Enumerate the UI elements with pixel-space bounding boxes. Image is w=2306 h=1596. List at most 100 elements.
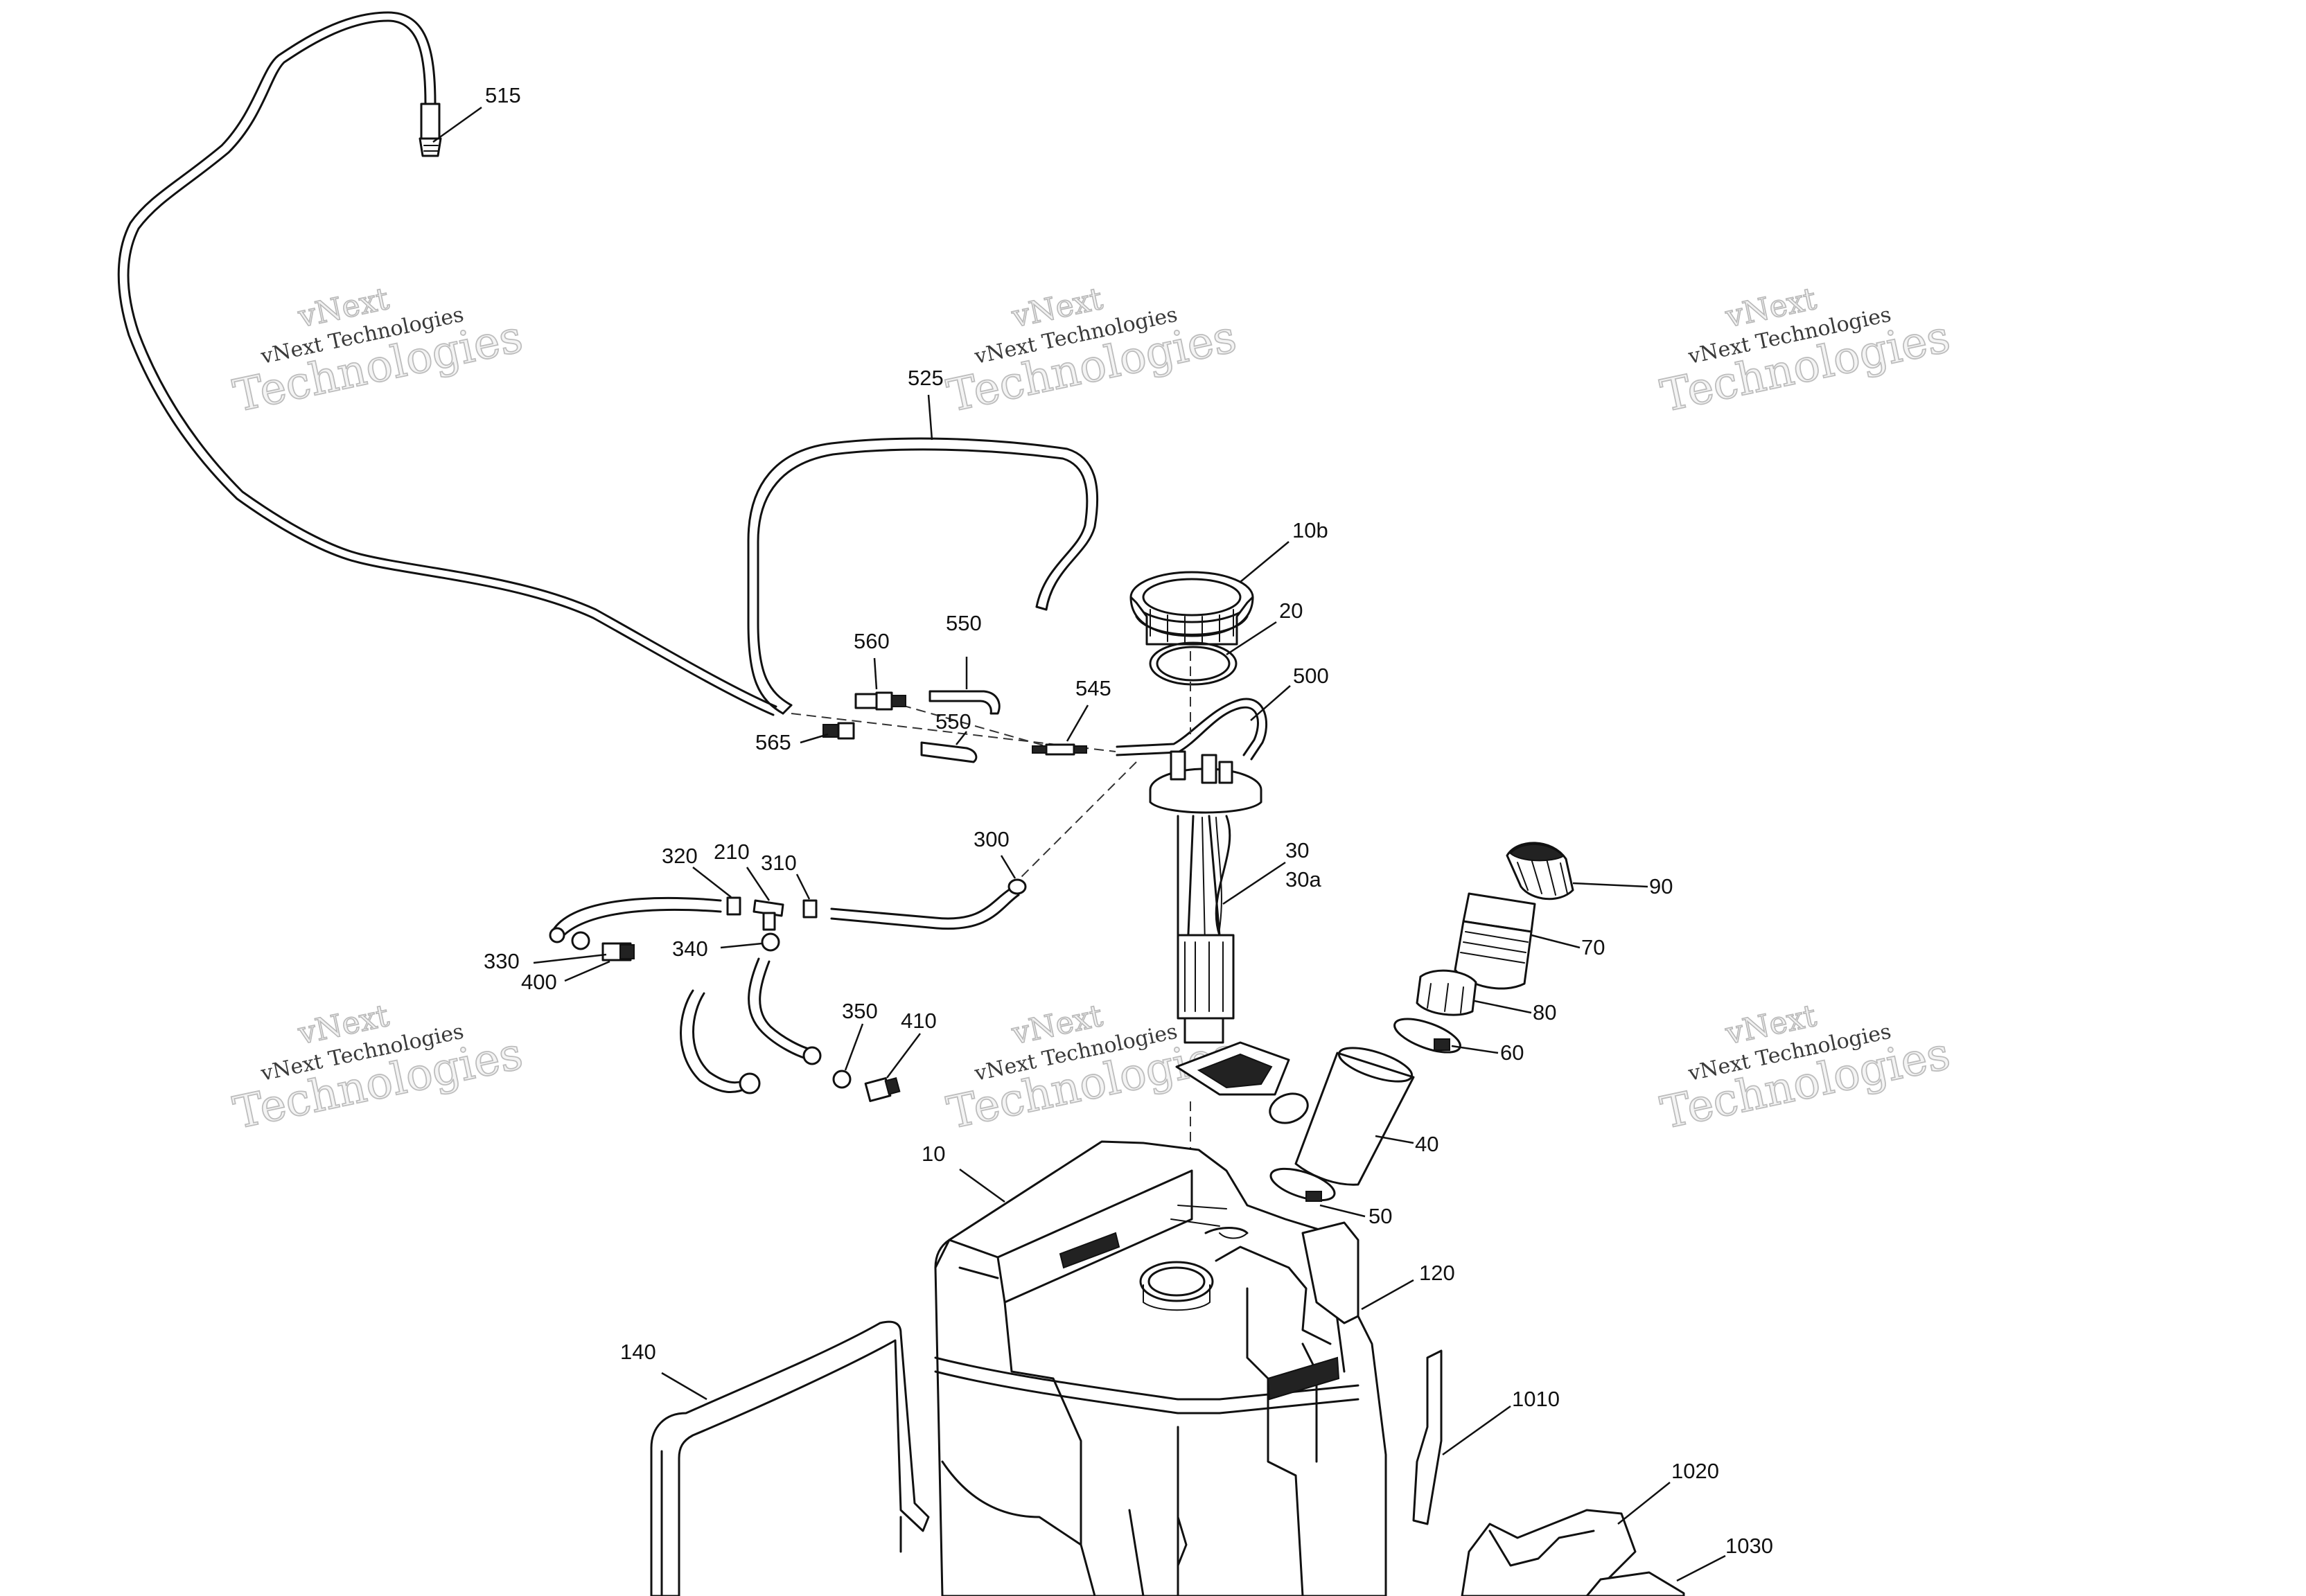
cap-90 <box>1506 842 1574 901</box>
strap-140 <box>650 1320 930 1596</box>
hose-500 <box>1116 698 1268 761</box>
leader-90 <box>1572 882 1648 888</box>
part-label-330: 330 <box>484 949 520 973</box>
assembly-axis <box>791 713 1116 752</box>
leader-515 <box>432 106 482 143</box>
fuel-line-300 <box>830 878 1027 930</box>
hose-550-upper <box>928 690 1001 715</box>
leader-410 <box>886 1033 921 1079</box>
leader-1020 <box>1617 1482 1671 1525</box>
fitting-350-410 <box>832 1070 901 1102</box>
clamp-340 <box>761 932 780 952</box>
part-label-30a: 30a <box>1285 867 1321 892</box>
leader-80 <box>1474 1000 1532 1014</box>
part-label-1020: 1020 <box>1671 1459 1719 1483</box>
fitting-330-400 <box>571 931 635 961</box>
leader-350 <box>844 1023 864 1071</box>
part-label-1010: 1010 <box>1512 1387 1560 1411</box>
part-label-545: 545 <box>1075 676 1111 700</box>
part-label-350: 350 <box>842 999 878 1023</box>
leader-10b <box>1240 541 1290 583</box>
part-label-550b: 550 <box>935 709 971 734</box>
leader-340 <box>720 942 763 949</box>
part-label-10: 10 <box>922 1142 945 1166</box>
part-label-550a: 550 <box>946 611 982 635</box>
part-label-210: 210 <box>714 840 750 864</box>
lock-ring-10b <box>1129 571 1254 646</box>
leader-120 <box>1361 1279 1414 1311</box>
part-label-410: 410 <box>901 1009 937 1033</box>
valve-565 <box>822 722 855 740</box>
part-label-560: 560 <box>854 629 890 653</box>
leader-525 <box>927 394 933 441</box>
part-label-300: 300 <box>974 827 1010 851</box>
part-label-1030: 1030 <box>1725 1534 1773 1558</box>
part-label-50: 50 <box>1368 1204 1392 1228</box>
leader-1010 <box>1442 1405 1511 1456</box>
leader-1030 <box>1676 1554 1726 1582</box>
leader-400 <box>564 960 610 982</box>
leader-50 <box>1319 1204 1366 1218</box>
filler-neck-70 <box>1454 892 1536 990</box>
tee-210 <box>726 896 818 931</box>
hose-lower-right <box>748 957 822 1065</box>
leader-565 <box>800 733 829 744</box>
leader-20 <box>1226 621 1277 656</box>
leader-140 <box>661 1372 707 1401</box>
valve-560 <box>854 691 906 711</box>
hose-40 <box>1294 1047 1415 1186</box>
leader-330 <box>533 953 607 964</box>
part-label-40: 40 <box>1415 1132 1438 1156</box>
fuel-tank-10 <box>934 1140 1387 1596</box>
part-label-90: 90 <box>1649 874 1673 898</box>
part-label-20: 20 <box>1279 598 1303 623</box>
watermark-top-right: vNext vNext Technologies Technologies <box>1656 281 1955 423</box>
gasket-20 <box>1149 641 1238 686</box>
leader-550b <box>956 731 967 745</box>
part-label-500: 500 <box>1293 664 1329 688</box>
vent-hose-525 <box>747 437 1099 715</box>
part-label-80: 80 <box>1533 1000 1556 1025</box>
hose-lower-left <box>680 989 761 1094</box>
part-label-565: 565 <box>755 730 791 754</box>
leader-320 <box>692 867 732 898</box>
panel-1030 <box>1585 1571 1685 1596</box>
leader-30 <box>1222 861 1286 905</box>
assembly-axis <box>886 700 1054 749</box>
bracket-120 <box>1301 1221 1359 1324</box>
leader-10 <box>959 1168 1005 1203</box>
watermark-mid-left: vNext vNext Technologies Technologies <box>229 998 527 1140</box>
clamp-60 <box>1393 1018 1461 1054</box>
watermark-top-left: vNext vNext Technologies Technologies <box>229 281 527 423</box>
part-label-70: 70 <box>1581 935 1605 959</box>
part-label-400: 400 <box>521 970 557 994</box>
leader-560 <box>873 657 878 690</box>
leader-545 <box>1066 704 1089 742</box>
leader-70 <box>1531 934 1581 949</box>
part-label-515: 515 <box>485 83 521 107</box>
watermark-mid-right: vNext vNext Technologies Technologies <box>1656 998 1955 1140</box>
vent-hose-long <box>117 11 777 716</box>
part-label-140: 140 <box>620 1340 656 1364</box>
leader-40 <box>1375 1135 1414 1144</box>
hose-550-lower <box>920 741 978 763</box>
shield-1010 <box>1412 1349 1443 1525</box>
leader-210 <box>746 867 771 901</box>
part-label-30: 30 <box>1285 838 1309 862</box>
part-label-320: 320 <box>662 844 698 868</box>
nut-80 <box>1416 969 1477 1016</box>
leader-300 <box>1000 855 1016 879</box>
assembly-axis <box>1011 761 1137 887</box>
part-label-10b: 10b <box>1292 518 1328 542</box>
hose-320 <box>549 896 722 943</box>
leader-60 <box>1451 1045 1499 1054</box>
part-label-525: 525 <box>908 366 944 390</box>
connector-545 <box>1032 743 1087 756</box>
part-label-310: 310 <box>761 851 797 875</box>
part-label-120: 120 <box>1419 1261 1455 1285</box>
watermark-top-center: vNext vNext Technologies Technologies <box>942 281 1241 423</box>
fuel-pump-30 <box>1149 750 1309 1124</box>
part-label-340: 340 <box>672 937 708 961</box>
part-label-60: 60 <box>1500 1040 1524 1065</box>
